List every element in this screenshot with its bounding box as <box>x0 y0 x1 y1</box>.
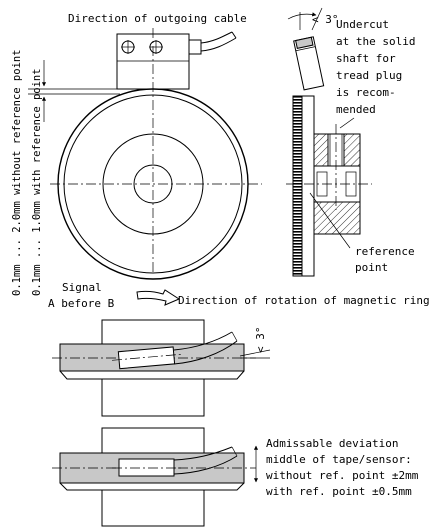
svg-text:mended: mended <box>336 103 376 116</box>
label-with-reference: 0.1mm ... 1.0mm with reference point <box>31 68 43 296</box>
label-rotation: Direction of rotation of magnetic ring <box>178 294 430 307</box>
sensor-cable-outlet <box>188 39 202 55</box>
magnetic-track <box>292 95 303 277</box>
deviation-view <box>52 427 259 527</box>
label-angle-top: < 3° <box>312 13 339 26</box>
svg-text:Undercut: Undercut <box>336 18 389 31</box>
side-section-view <box>286 7 372 277</box>
hub <box>102 133 204 235</box>
label-reference-point: reference point <box>355 245 415 274</box>
tilted-sensor <box>293 36 325 91</box>
label-undercut: Undercut at the solid shaft for tread pl… <box>336 18 415 116</box>
svg-text:tread plug: tread plug <box>336 69 402 82</box>
svg-text:middle of tape/sensor:: middle of tape/sensor: <box>266 453 412 466</box>
label-without-reference: 0.1mm ... 2.0mm without reference point <box>11 49 23 296</box>
svg-text:with ref. point ±0.5mm: with ref. point ±0.5mm <box>266 485 412 498</box>
tilt-view <box>52 319 271 417</box>
tilted-sensor-mid <box>112 346 182 370</box>
svg-text:at the solid: at the solid <box>336 35 415 48</box>
svg-text:shaft for: shaft for <box>336 52 396 65</box>
label-angle-mid: < 3° <box>254 327 267 354</box>
screw-icon <box>121 40 135 54</box>
svg-text:point: point <box>355 261 388 274</box>
rotation-arrow <box>136 289 181 306</box>
svg-text:A before B: A before B <box>48 297 115 310</box>
svg-text:is recom-: is recom- <box>336 86 396 99</box>
svg-text:Admissable deviation: Admissable deviation <box>266 437 398 450</box>
label-deviation: Admissable deviation middle of tape/sens… <box>266 437 419 498</box>
svg-text:reference: reference <box>355 245 415 258</box>
magnetic-ring-outer <box>57 88 249 280</box>
label-signal: Signal A before B <box>48 281 115 310</box>
svg-text:without ref. point ±2mm: without ref. point ±2mm <box>266 469 419 482</box>
label-outgoing-cable: Direction of outgoing cable <box>68 12 247 25</box>
bore <box>133 164 173 204</box>
outgoing-cable <box>200 31 233 44</box>
screw-icon <box>149 40 163 54</box>
svg-text:Signal: Signal <box>62 281 102 294</box>
magnetic-ring-inner <box>63 94 243 274</box>
front-view <box>28 28 262 306</box>
